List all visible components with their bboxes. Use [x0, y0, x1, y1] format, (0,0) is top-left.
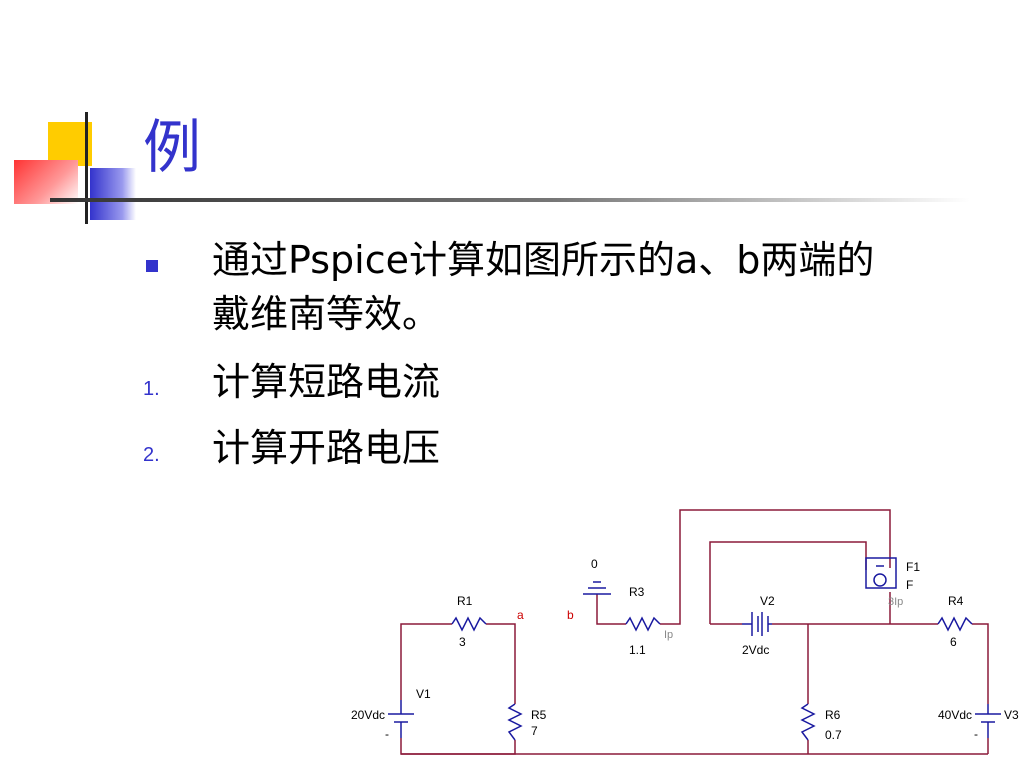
battery-v3	[975, 704, 1001, 738]
node-b-label: b	[567, 608, 574, 622]
ground-symbol	[583, 581, 611, 595]
r1-name: R1	[457, 594, 473, 608]
title-rule	[50, 198, 970, 202]
circuit-diagram: 0 R1 3 R3 1.1 Ip R4 6 R5 7 R6 0.7 V1 20V…	[351, 509, 1019, 755]
r3-name: R3	[629, 585, 645, 599]
logo-vertical-line	[85, 112, 88, 224]
v3-name: V3	[1004, 708, 1019, 722]
f1-type: F	[906, 578, 913, 592]
v1-value: 20Vdc	[351, 708, 385, 722]
resistor-r5	[507, 703, 523, 741]
v1-minus: -	[385, 727, 389, 741]
r3-value: 1.1	[629, 643, 646, 657]
resistor-r6	[800, 703, 816, 741]
v2-value: 2Vdc	[742, 643, 769, 657]
page-title: 例	[143, 113, 202, 181]
bullet-text-line2: 戴维南等效。	[212, 292, 441, 336]
r6-value: 0.7	[825, 728, 842, 742]
r4-value: 6	[950, 635, 957, 649]
v3-minus: -	[974, 727, 978, 741]
f1-expr: 3Ip	[888, 596, 903, 608]
r4-name: R4	[948, 594, 964, 608]
r3-probe-label: Ip	[664, 629, 673, 641]
r5-value: 7	[531, 724, 538, 738]
r5-name: R5	[531, 708, 547, 722]
list-item-2: 计算开路电压	[212, 426, 441, 470]
resistor-r4	[937, 616, 973, 632]
f1-name: F1	[906, 560, 920, 574]
logo-red-square	[14, 160, 78, 204]
list-number-1: 1.	[143, 378, 160, 400]
list-number-2: 2.	[143, 444, 160, 466]
battery-v1	[388, 700, 414, 738]
v2-name: V2	[760, 594, 775, 608]
resistor-r3	[625, 616, 661, 632]
node-a-label: a	[517, 608, 524, 622]
list-item-1: 计算短路电流	[212, 360, 441, 404]
v1-name: V1	[416, 687, 431, 701]
circuit-wires	[400, 509, 989, 755]
ground-label: 0	[591, 557, 598, 571]
logo-blue-square	[90, 168, 136, 220]
bullet-text-line1: 通过Pspice计算如图所示的a、b两端的	[212, 238, 875, 282]
bullet-square-icon	[146, 260, 158, 272]
resistor-r1	[451, 616, 487, 632]
v3-value: 40Vdc	[938, 708, 972, 722]
logo-yellow-square	[48, 122, 92, 166]
battery-v2	[742, 612, 772, 636]
r6-name: R6	[825, 708, 841, 722]
r1-value: 3	[459, 635, 466, 649]
controlled-source-f1	[865, 557, 897, 589]
